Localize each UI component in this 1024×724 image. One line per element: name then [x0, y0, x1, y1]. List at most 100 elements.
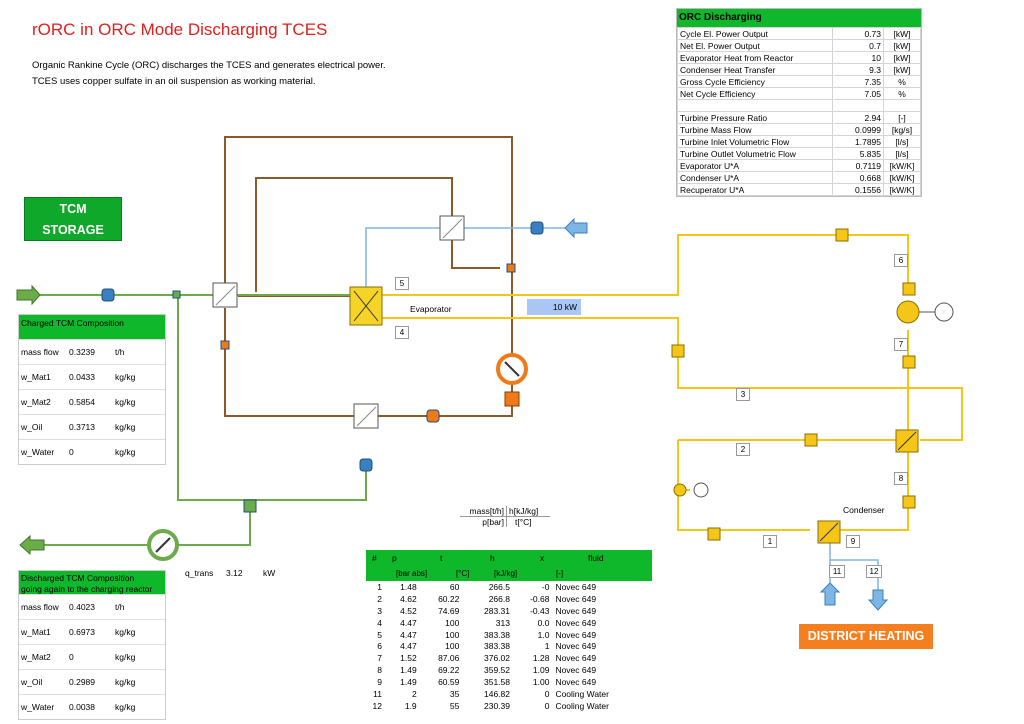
orc-row-unit: % — [883, 87, 921, 100]
composition-value: 0 — [69, 652, 74, 662]
composition-unit: t/h — [115, 347, 125, 357]
orc-row-name: Turbine Inlet Volumetric Flow — [677, 135, 833, 148]
orc-row-value: 0.0999 — [832, 123, 884, 136]
state-fluid: Novec 649 — [555, 641, 597, 652]
water-mixer — [530, 221, 544, 235]
state-fluid: Novec 649 — [555, 581, 597, 592]
state-t: 55 — [449, 700, 460, 711]
state-h: 266.8 — [488, 593, 510, 604]
composition-unit: kg/kg — [115, 372, 136, 382]
state-h: 283.31 — [483, 605, 510, 616]
orc-valve-g — [707, 527, 721, 541]
orc-line-5-6 — [382, 234, 909, 296]
state-t: 60.22 — [438, 593, 460, 604]
state-col-t: t — [440, 553, 443, 563]
point-label-7: 7 — [894, 338, 908, 351]
composition-name: w_Mat2 — [21, 652, 51, 662]
state-fluid: Cooling Water — [555, 688, 609, 699]
evaporator-heat-value: 10 — [552, 302, 563, 312]
composition-name: mass flow — [21, 602, 59, 612]
point-label-6: 6 — [894, 254, 908, 267]
composition-name: w_Oil — [21, 677, 43, 687]
water-in-arrow-2 — [819, 582, 841, 606]
composition-unit: kg/kg — [115, 677, 136, 687]
tcm-storage-label: TCM STORAGE — [24, 197, 122, 241]
orc-row-value: 0.7119 — [832, 159, 884, 172]
state-index: 2 — [377, 593, 382, 604]
orc-line-4 — [382, 317, 909, 389]
orc-valve-d — [902, 355, 916, 369]
composition-value: 0.3713 — [69, 422, 95, 432]
state-p: 4.62 — [400, 593, 417, 604]
tcm-heat-exchanger — [212, 282, 238, 308]
discharged-tcm-header: Discharged TCM Composition — [21, 573, 135, 583]
page-title: rORC in ORC Mode Discharging TCES — [32, 20, 328, 39]
legend-enthalpy: h[kJ/kg] — [509, 506, 539, 516]
state-index: 11 — [373, 688, 382, 699]
orc-row-value: 10 — [832, 51, 884, 64]
orc-row-name: Evaporator U*A — [677, 159, 833, 172]
orc-row-value: 5.835 — [832, 147, 884, 160]
composition-unit: kg/kg — [115, 652, 136, 662]
state-x: 1.00 — [532, 677, 550, 688]
orc-row-unit: [kW] — [883, 51, 921, 64]
discharged-tcm-subheader: going again to the charging reactor — [21, 584, 153, 594]
water-line-top — [365, 227, 575, 287]
orc-row-unit: [kW] — [883, 63, 921, 76]
orc-row-name: Turbine Mass Flow — [677, 123, 833, 136]
orc-row-value: 0.1556 — [832, 183, 884, 196]
state-h: 266.5 — [488, 581, 510, 592]
state-h: 230.39 — [483, 700, 510, 711]
state-x: 0 — [544, 700, 550, 711]
state-x: 1.0 — [537, 629, 550, 640]
legend-temperature: t[°C] — [515, 517, 532, 527]
orc-row-name: Turbine Pressure Ratio — [677, 111, 833, 124]
pump-motor — [693, 482, 709, 498]
point-label-11: 11 — [829, 565, 845, 578]
district-heating-label: DISTRICT HEATING — [799, 624, 933, 649]
state-h: 383.38 — [483, 629, 510, 640]
water-out-arrow — [867, 589, 889, 611]
oil-cooler — [439, 215, 465, 241]
orc-row-value: 7.05 — [832, 87, 884, 100]
state-unit-x: [-] — [556, 569, 564, 578]
composition-unit: t/h — [115, 602, 125, 612]
orc-row-name — [677, 99, 833, 112]
oil-valve-2 — [506, 263, 516, 273]
orc-valve-f — [902, 495, 916, 509]
orc-row-value: 7.35 — [832, 75, 884, 88]
state-h: 146.82 — [483, 688, 510, 699]
state-p: 1.49 — [400, 665, 417, 676]
state-h: 351.58 — [483, 677, 510, 688]
state-col-index: # — [372, 553, 377, 563]
tcm-mixer-2 — [359, 458, 373, 472]
tcm-storage-text: TCM STORAGE — [42, 202, 104, 237]
discharged-tcm-panel: Discharged TCM Composition going again t… — [18, 570, 166, 720]
state-index: 7 — [377, 653, 382, 664]
composition-value: 0.0433 — [69, 372, 95, 382]
state-x: -0.68 — [530, 593, 550, 604]
evaporator-heat-unit: kW — [564, 302, 577, 312]
orc-row-value: 0.73 — [832, 27, 884, 40]
charged-tcm-header: Charged TCM Composition — [19, 315, 165, 339]
orc-row-name: Condenser U*A — [677, 171, 833, 184]
composition-name: w_Oil — [21, 422, 43, 432]
orc-row-name: Cycle El. Power Output — [677, 27, 833, 40]
orc-row-unit: [l/s] — [883, 147, 921, 160]
state-x: 1.09 — [532, 665, 550, 676]
orc-row-name: Recuperator U*A — [677, 183, 833, 196]
orc-valve-a — [671, 344, 685, 358]
